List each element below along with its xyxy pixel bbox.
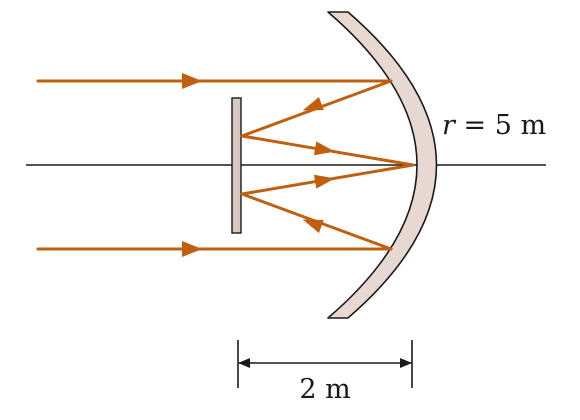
flat-mirror xyxy=(231,97,242,234)
concave-mirror xyxy=(327,11,438,319)
arrowhead-to-focus-bottom xyxy=(313,174,335,189)
arrowhead-incoming-bottom xyxy=(182,241,202,257)
arrowhead-to-focus-top xyxy=(313,141,335,156)
distance-dimension xyxy=(237,340,413,388)
distance-label: 2 m xyxy=(299,374,350,405)
arrowhead-reflected-bottom xyxy=(302,219,324,234)
radius-label: r = 5 m xyxy=(442,110,546,141)
radius-value: = 5 m xyxy=(455,110,546,141)
radius-variable: r xyxy=(442,110,457,141)
arrowhead-incoming-top xyxy=(182,73,202,89)
ray-arrowheads xyxy=(182,73,335,257)
arrowhead-reflected-top xyxy=(302,96,324,111)
